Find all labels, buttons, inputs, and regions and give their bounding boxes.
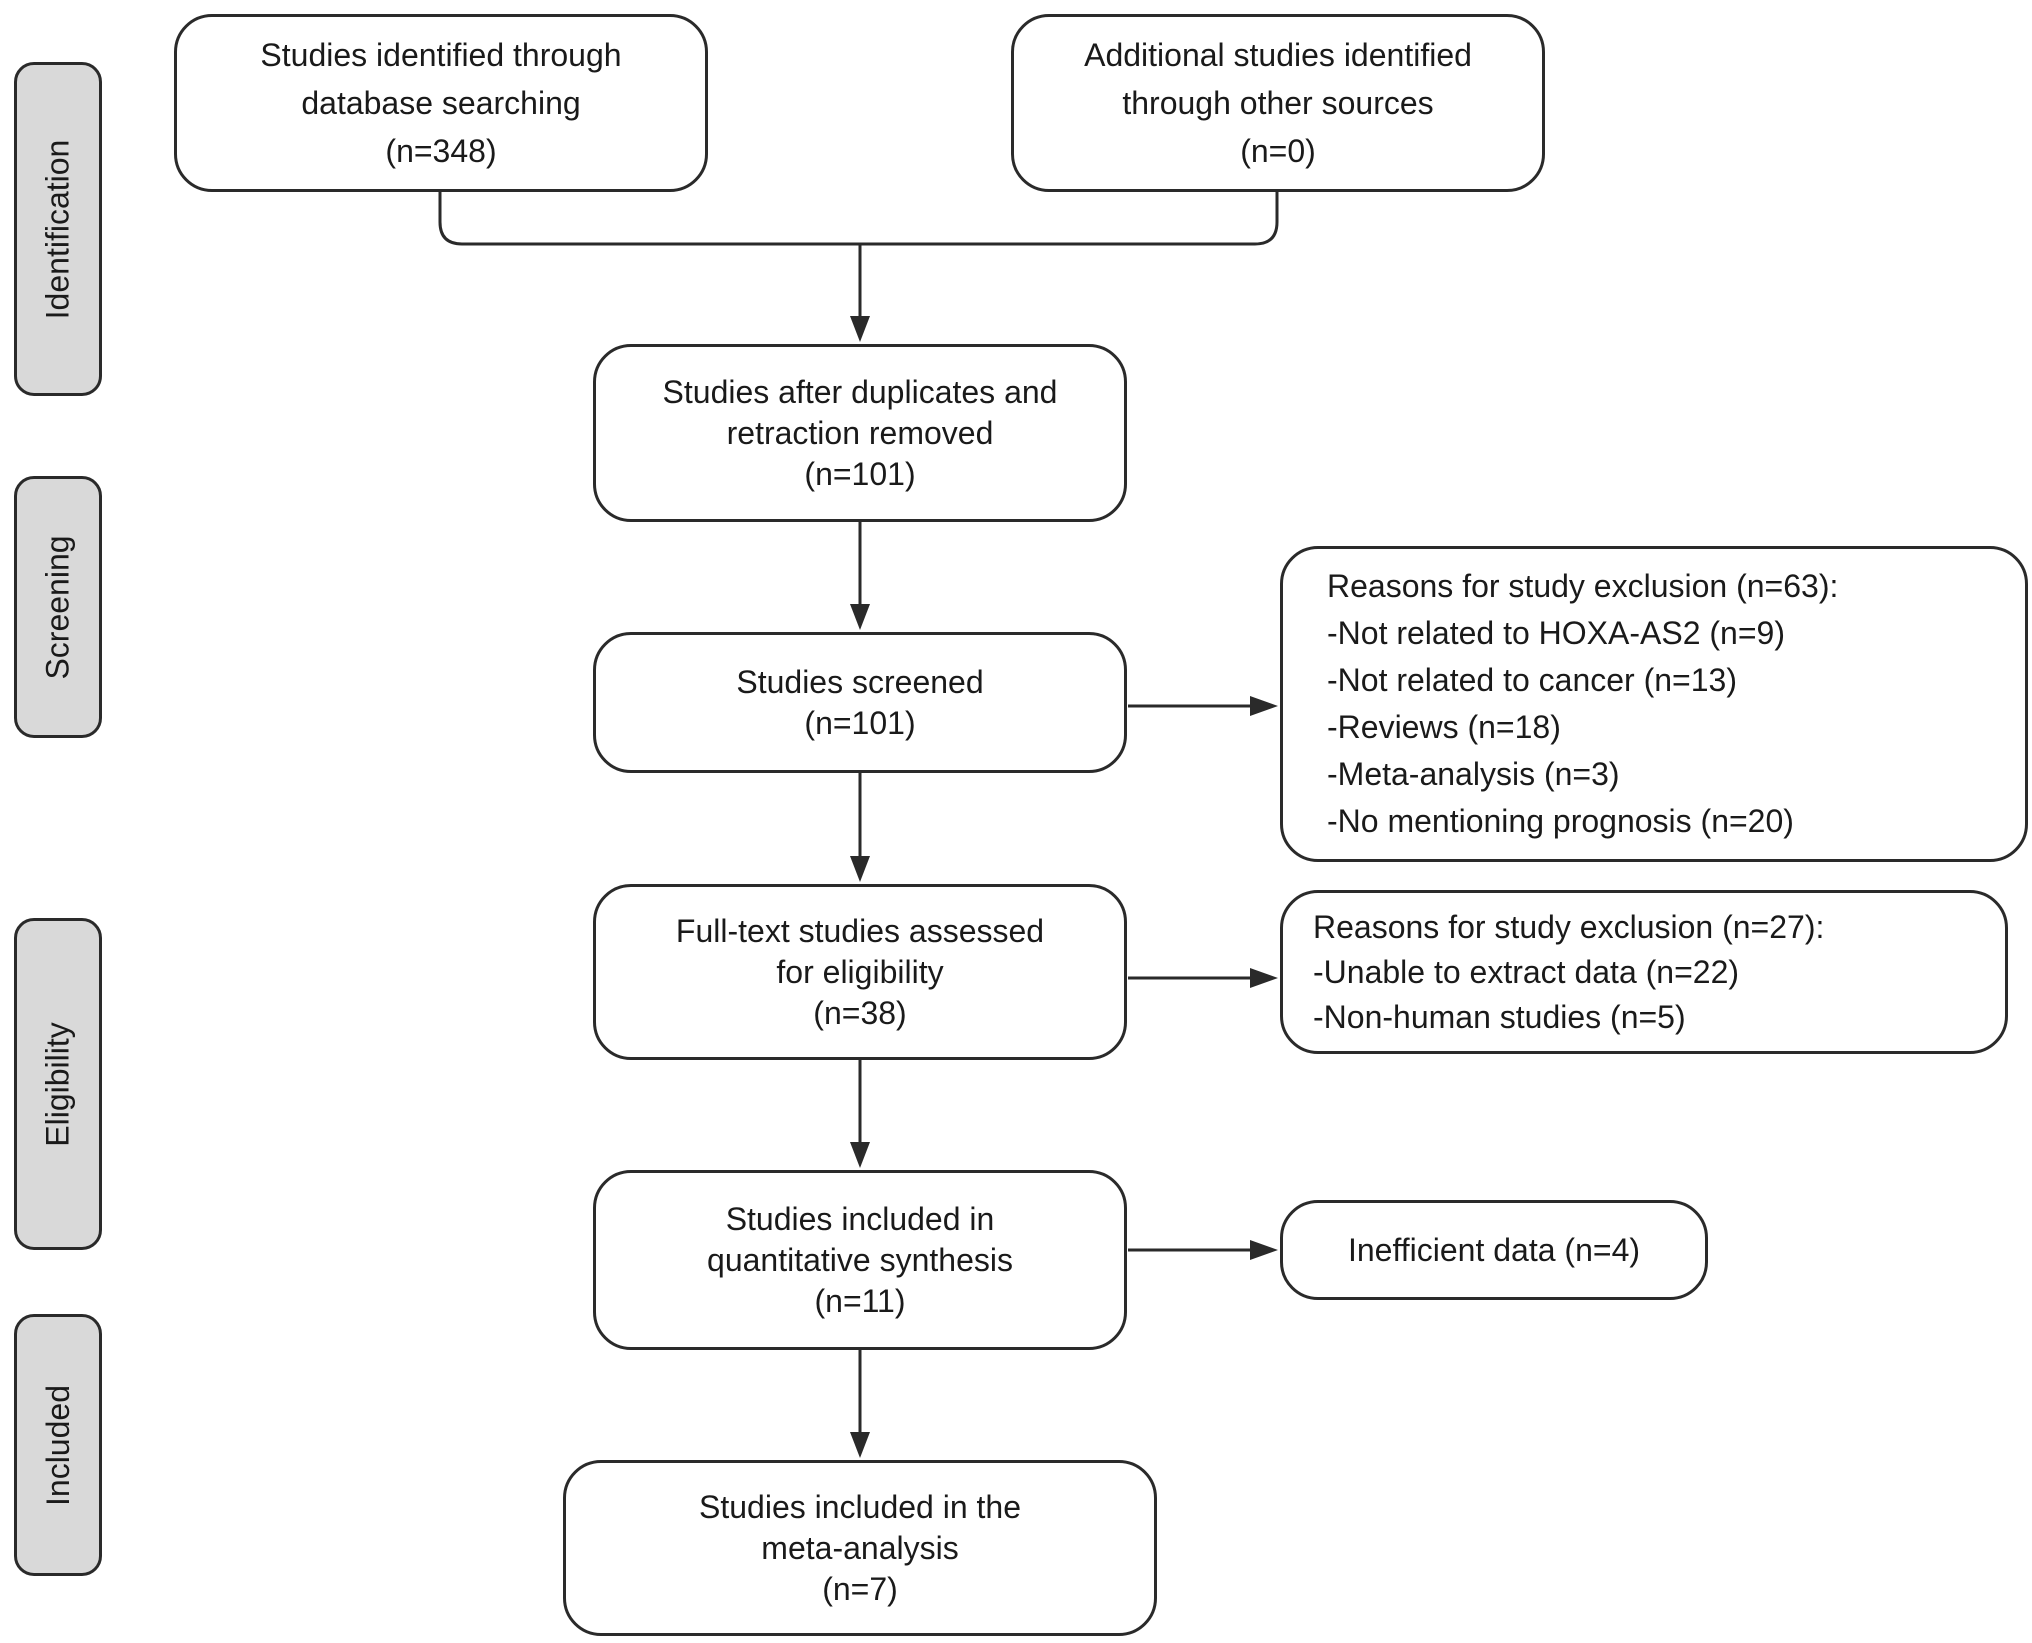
- box-line: for eligibility: [776, 953, 944, 990]
- phase-eligibility: Eligibility: [14, 918, 102, 1250]
- phase-screening: Screening: [14, 476, 102, 738]
- box-screening-exclusion: Reasons for study exclusion (n=63): -Not…: [1280, 546, 2028, 862]
- phase-eligibility-label: Eligibility: [39, 1021, 76, 1147]
- exclusion-item: -Not related to cancer (n=13): [1327, 662, 1737, 698]
- box-meta-analysis: Studies included in the meta-analysis (n…: [563, 1460, 1157, 1636]
- exclusion-item: -Non-human studies (n=5): [1313, 998, 1686, 1035]
- box-line: Studies screened: [736, 663, 984, 700]
- arrow-screened-to-fulltext: [850, 773, 870, 882]
- exclusion-item: -Not related to HOXA-AS2 (n=9): [1327, 615, 1785, 651]
- box-line: through other sources: [1122, 85, 1434, 121]
- arrow-screened-to-exclusion: [1128, 696, 1278, 716]
- box-count: (n=38): [813, 994, 907, 1031]
- phase-screening-label: Screening: [39, 534, 76, 680]
- box-line: Studies included in: [725, 1200, 995, 1237]
- box-line: Full-text studies assessed: [675, 912, 1045, 949]
- box-count: (n=11): [814, 1282, 906, 1319]
- exclusion-heading: Reasons for study exclusion (n=27):: [1313, 908, 1825, 945]
- box-full-text: Full-text studies assessed for eligibili…: [593, 884, 1127, 1060]
- phase-included: Included: [14, 1314, 102, 1576]
- phase-identification-label: Identification: [39, 139, 76, 319]
- exclusion-item: -Unable to extract data (n=22): [1313, 953, 1740, 990]
- box-line: Studies included in the: [699, 1488, 1021, 1525]
- arrow-quantitative-to-meta: [850, 1350, 870, 1458]
- box-quantitative-synthesis: Studies included in quantitative synthes…: [593, 1170, 1127, 1350]
- phase-included-label: Included: [39, 1384, 76, 1506]
- box-line: meta-analysis: [761, 1529, 959, 1566]
- exclusion-item: -Reviews (n=18): [1327, 709, 1561, 745]
- box-line: quantitative synthesis: [707, 1241, 1013, 1278]
- box-eligibility-exclusion: Reasons for study exclusion (n=27): -Una…: [1280, 890, 2008, 1054]
- exclusion-item: Inefficient data (n=4): [1347, 1232, 1641, 1268]
- box-line: Studies identified through: [260, 37, 622, 73]
- merge-connector: [438, 192, 1279, 246]
- exclusion-item: -No mentioning prognosis (n=20): [1327, 803, 1794, 839]
- box-count: (n=348): [385, 133, 497, 169]
- box-other-sources: Additional studies identified through ot…: [1011, 14, 1545, 192]
- exclusion-item: -Meta-analysis (n=3): [1327, 756, 1620, 792]
- arrow-quantitative-to-inefficient: [1128, 1240, 1278, 1260]
- arrow-duplicates-to-screened: [850, 522, 870, 630]
- box-duplicates-removed: Studies after duplicates and retraction …: [593, 344, 1127, 522]
- box-count: (n=101): [804, 704, 916, 741]
- exclusion-heading: Reasons for study exclusion (n=63):: [1327, 568, 1839, 604]
- arrow-fulltext-to-exclusion: [1128, 968, 1278, 988]
- box-count: (n=7): [822, 1570, 898, 1607]
- arrow-fulltext-to-quantitative: [850, 1060, 870, 1168]
- box-line: database searching: [301, 85, 581, 121]
- box-screened: Studies screened (n=101): [593, 632, 1127, 773]
- box-line: retraction removed: [726, 414, 994, 451]
- arrow-merge-to-duplicates: [850, 244, 870, 342]
- box-count: (n=0): [1240, 133, 1316, 169]
- box-database-searching: Studies identified through database sear…: [174, 14, 708, 192]
- box-inefficient-data: Inefficient data (n=4): [1280, 1200, 1708, 1300]
- phase-identification: Identification: [14, 62, 102, 396]
- box-line: Studies after duplicates and: [662, 373, 1058, 410]
- box-count: (n=101): [804, 455, 916, 492]
- box-line: Additional studies identified: [1084, 37, 1472, 73]
